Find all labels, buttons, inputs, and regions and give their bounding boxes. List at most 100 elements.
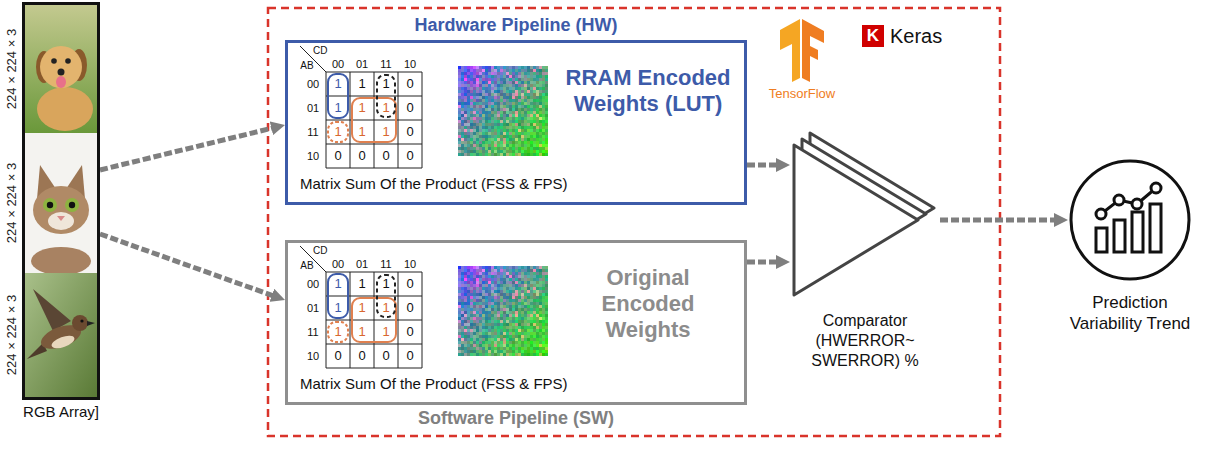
heatmap-pixel [503, 75, 506, 78]
heatmap-pixel [536, 299, 539, 302]
trend-icon [1068, 158, 1192, 282]
heatmap-pixel [512, 314, 515, 317]
heatmap-pixel [506, 347, 509, 350]
heatmap-pixel [521, 329, 524, 332]
text-slot: Matrix Sum Of the Product (FSS & FPS) [300, 375, 600, 393]
heatmap-pixel [470, 320, 473, 323]
heatmap-pixel [518, 350, 521, 353]
heatmap-pixel [494, 302, 497, 305]
heatmap-pixel [503, 126, 506, 129]
heatmap-pixel [473, 290, 476, 293]
heatmap-pixel [539, 284, 542, 287]
heatmap-pixel [533, 93, 536, 96]
label-slot: 10 [398, 58, 422, 71]
heatmap-pixel [509, 93, 512, 96]
heatmap-pixel [536, 66, 539, 69]
heatmap-pixel [491, 284, 494, 287]
heatmap-pixel [461, 305, 464, 308]
heatmap-pixel [524, 353, 527, 356]
matrix-label: Matrix Sum Of the Product (FSS & FPS) [300, 375, 600, 393]
heatmap-pixel [527, 147, 530, 150]
heatmap-pixel [512, 272, 515, 275]
grid-line [326, 344, 422, 345]
heatmap-pixel [491, 72, 494, 75]
heatmap-pixel [506, 311, 509, 314]
heatmap-pixel [470, 302, 473, 305]
heatmap-pixel [506, 302, 509, 305]
heatmap-pixel [467, 269, 470, 272]
kmap-cell-value: 1 [326, 101, 350, 115]
heatmap-pixel [530, 84, 533, 87]
kmap-column-header: 10 [398, 58, 422, 71]
heatmap-pixel [464, 99, 467, 102]
heatmap-pixel [518, 75, 521, 78]
heatmap-pixel [485, 266, 488, 269]
heatmap-pixel [533, 87, 536, 90]
label-slot: 1 [374, 101, 398, 115]
heatmap-pixel [476, 120, 479, 123]
heatmap-pixel [464, 338, 467, 341]
heatmap-pixel [470, 287, 473, 290]
heatmap-pixel [536, 290, 539, 293]
heatmap-pixel [494, 269, 497, 272]
heatmap-pixel [497, 275, 500, 278]
heatmap-pixel [491, 290, 494, 293]
heatmap-pixel [506, 84, 509, 87]
heatmap-pixel [536, 302, 539, 305]
heatmap-pixel [521, 317, 524, 320]
heatmap-pixel [485, 102, 488, 105]
icon-dot [1132, 199, 1142, 209]
heatmap-pixel [530, 138, 533, 141]
heatmap-pixel [464, 344, 467, 347]
heatmap-pixel [497, 287, 500, 290]
heatmap-pixel [461, 293, 464, 296]
heatmap-pixel [491, 314, 494, 317]
heatmap-pixel [482, 281, 485, 284]
heatmap-pixel [503, 314, 506, 317]
heatmap-pixel [494, 144, 497, 147]
heatmap-pixel [488, 314, 491, 317]
heatmap-pixel [533, 296, 536, 299]
heatmap-pixel [500, 138, 503, 141]
kmap-cell-value: 0 [398, 277, 422, 291]
heatmap-pixel [491, 84, 494, 87]
heatmap-pixel [482, 105, 485, 108]
heatmap-pixel [512, 72, 515, 75]
heatmap-pixel [485, 332, 488, 335]
heatmap-pixel [527, 105, 530, 108]
heatmap-pixel [512, 126, 515, 129]
heatmap-pixel [464, 111, 467, 114]
heatmap-pixel [461, 284, 464, 287]
heatmap-pixel [503, 338, 506, 341]
heatmap-pixel [497, 102, 500, 105]
heatmap-pixel [521, 72, 524, 75]
heatmap-pixel [536, 326, 539, 329]
heatmap-pixel [527, 347, 530, 350]
heatmap-pixel [545, 90, 548, 93]
heatmap-pixel [515, 126, 518, 129]
heatmap-pixel [488, 278, 491, 281]
heatmap-pixel [473, 311, 476, 314]
heatmap-pixel [497, 332, 500, 335]
heatmap-pixel [470, 323, 473, 326]
heatmap-pixel [506, 114, 509, 117]
heatmap-pixel [506, 353, 509, 356]
heatmap-pixel [518, 129, 521, 132]
heatmap-pixel [494, 111, 497, 114]
heatmap-pixel [464, 147, 467, 150]
heatmap-pixel [503, 147, 506, 150]
heatmap-pixel [530, 269, 533, 272]
heatmap-pixel [536, 126, 539, 129]
heatmap-pixel [470, 314, 473, 317]
heatmap-pixel [545, 87, 548, 90]
heatmap-pixel [467, 275, 470, 278]
bird-eye [80, 319, 83, 322]
heatmap-pixel [509, 275, 512, 278]
heatmap-pixel [500, 317, 503, 320]
heatmap-pixel [545, 132, 548, 135]
heatmap-pixel [524, 344, 527, 347]
heatmap-pixel [476, 344, 479, 347]
heatmap-pixel [521, 332, 524, 335]
heatmap-pixel [485, 117, 488, 120]
heatmap-pixel [530, 108, 533, 111]
